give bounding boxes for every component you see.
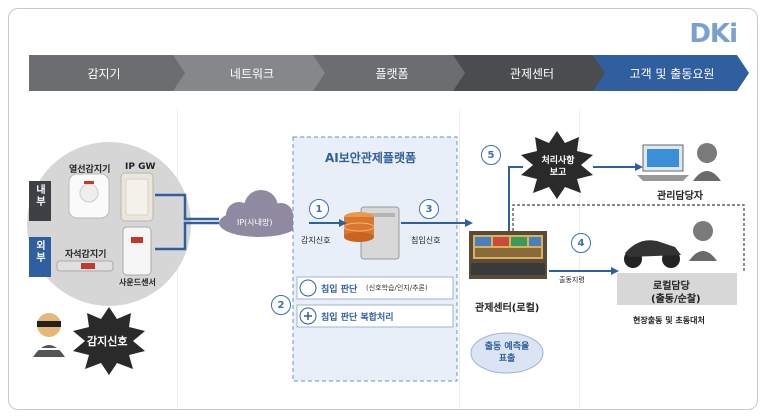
- field-response-label: 현장출동 및 초동대처: [633, 315, 705, 326]
- local-sub-label: (출동/순찰): [651, 290, 701, 305]
- cloud-label: IP(사내망): [237, 217, 273, 228]
- report-arrowhead: [635, 163, 643, 171]
- dispatch-command-label: 출동지령: [559, 275, 585, 285]
- control-center-label: 관제센터(로컬): [475, 299, 539, 314]
- platform-out-signal: 침입신호: [411, 235, 440, 246]
- platform-in-signal: 감지신호: [301, 235, 330, 246]
- judge-main-label: 침입 판단: [321, 282, 357, 295]
- step-number-1: 1: [309, 199, 329, 219]
- report-path: [509, 167, 523, 231]
- brain-icon: [300, 280, 316, 296]
- magnetic-sensor-label: 자석감지기: [65, 247, 106, 260]
- step-number-5: 5: [481, 145, 501, 165]
- control-center-screen-icon: [469, 231, 547, 279]
- cloud-icon: [219, 190, 299, 237]
- heat-sensor-label: 열선감지기: [69, 162, 110, 175]
- external-label: 외부: [36, 241, 46, 265]
- diagram-frame: DKi 감지기 네트워크 플랫폼 관제센터 고객 및 출동요원: [8, 8, 758, 410]
- prediction-label: 출동 예측율 표출: [483, 341, 531, 365]
- manager-figure: [693, 143, 721, 181]
- thief-icon: [33, 313, 65, 357]
- manager-label: 관리담당자: [657, 187, 703, 202]
- magnetic-sensor-icon: [57, 261, 113, 271]
- platform-title: AI보안관제플랫폼: [325, 149, 416, 166]
- sound-sensor-icon: [123, 227, 151, 275]
- internal-label: 내부: [36, 185, 46, 209]
- judge-sub-label: (신호학습/인지/추론): [366, 283, 428, 293]
- sound-sensor-label: 사운드센서: [119, 277, 156, 288]
- platform-to-control-arrowhead: [465, 219, 473, 227]
- diagram-graphics: [9, 9, 757, 409]
- step-number-2: 2: [271, 295, 291, 315]
- monitor-icon: [637, 145, 689, 181]
- step-number-3: 3: [419, 199, 439, 219]
- ip-gw-label: IP GW: [125, 162, 155, 172]
- ip-gateway-icon: [121, 173, 153, 221]
- local-staff-figure: [689, 221, 717, 261]
- report-label: 처리사항 보고: [541, 155, 575, 179]
- step-number-4: 4: [571, 233, 591, 253]
- composite-label: 침입 판단 복합처리: [321, 310, 394, 323]
- motorbike-icon: [624, 240, 681, 268]
- detect-signal-label: 감지신호: [87, 333, 127, 349]
- heat-sensor-icon: [69, 174, 109, 218]
